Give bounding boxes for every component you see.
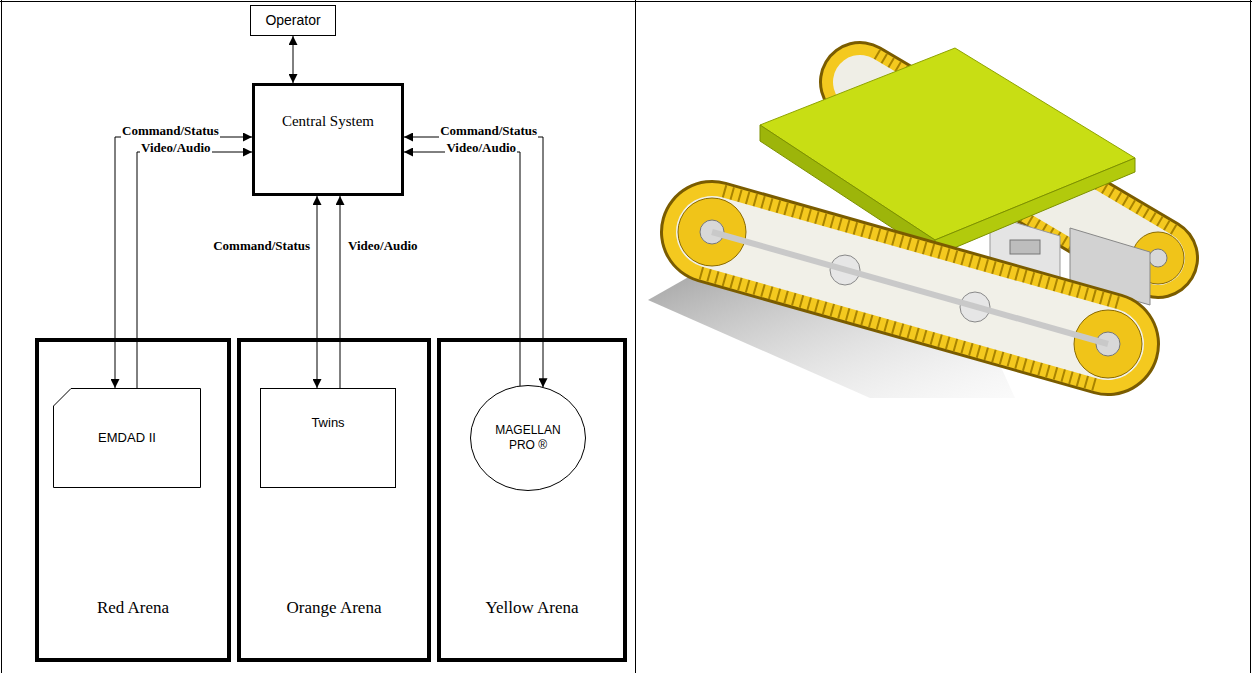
node-label: Central System	[282, 112, 374, 131]
wheel-hub	[1149, 249, 1167, 267]
node-label: MAGELLAN PRO ®	[488, 423, 568, 453]
edge-label-holder: Command/Status	[212, 236, 311, 254]
signal-connector	[293, 36, 294, 83]
signal-label: Command/Status	[212, 239, 311, 253]
node-label: Orange Arena	[287, 597, 382, 618]
plate-edge	[935, 158, 1135, 256]
table-rule	[635, 0, 636, 673]
signal-connector	[115, 137, 252, 388]
track-inner	[712, 232, 1108, 344]
node-label: Yellow Arena	[485, 597, 578, 618]
signal-connector	[137, 152, 252, 388]
track-belt	[712, 232, 1108, 344]
signal-label: Video/Audio	[347, 239, 419, 253]
signal-connector	[340, 196, 341, 388]
track-outline	[712, 232, 1108, 344]
motor-shaft	[1010, 240, 1040, 254]
signal-connector	[404, 137, 543, 387]
arena-region: Red Arena EMDAD II	[35, 338, 231, 662]
node-label: Operator	[265, 12, 320, 30]
signal-label: Video/Audio	[445, 141, 517, 155]
edge-label-holder: Command/Status	[121, 121, 220, 139]
robot-box: Twins	[260, 388, 396, 488]
side-beam	[712, 232, 1108, 344]
node-label: Twins	[311, 415, 344, 431]
circle-outline	[471, 386, 586, 491]
arena-region: Yellow Arena MAGELLAN PRO ®	[437, 338, 627, 662]
edge-label-holder: Video/Audio	[140, 138, 212, 156]
table-rule	[1250, 0, 1251, 673]
signal-label: Command/Status	[121, 124, 220, 138]
clipped-outline	[54, 389, 201, 488]
arena-region: Orange Arena Twins	[237, 338, 431, 662]
connector-group	[115, 36, 543, 388]
actor-box: Operator	[250, 5, 336, 36]
robot-circle: MAGELLAN PRO ®	[470, 385, 586, 491]
near-track	[678, 198, 1142, 378]
edge-label-holder: Command/Status	[439, 121, 538, 139]
signal-connector	[317, 196, 318, 388]
signal-label: Command/Status	[439, 124, 538, 138]
system-box: Central System	[252, 83, 404, 196]
node-label: EMDAD II	[98, 430, 156, 446]
edge-label-holder: Video/Audio	[347, 236, 419, 254]
node-label: Red Arena	[97, 597, 169, 618]
signal-connector	[404, 152, 520, 386]
table-rule	[1, 0, 2, 673]
track-teeth	[712, 232, 1108, 344]
signal-label: Video/Audio	[140, 141, 212, 155]
table-rule	[0, 1, 1252, 2]
robot-box: EMDAD II	[53, 388, 201, 488]
edge-label-holder: Video/Audio	[445, 138, 517, 156]
